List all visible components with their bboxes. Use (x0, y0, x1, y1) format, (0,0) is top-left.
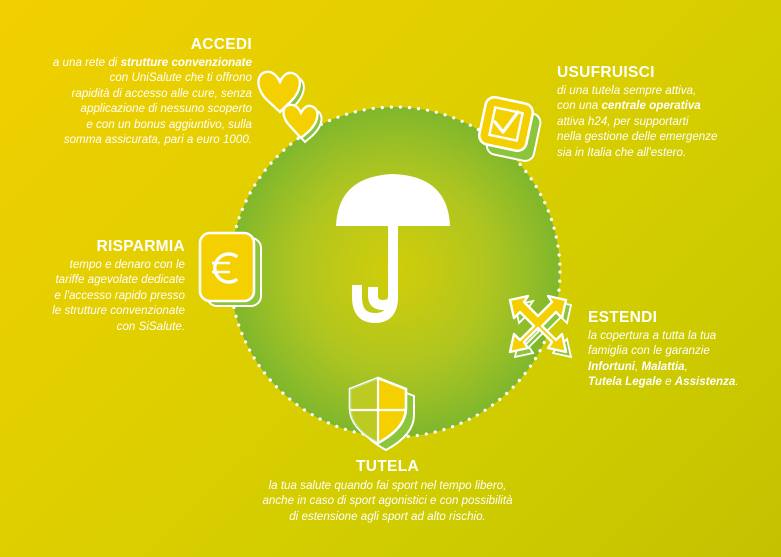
text-run: e l'accesso rapido presso (54, 288, 185, 302)
text-run: famiglia con le garanzie (588, 344, 710, 358)
text-run: rapidità di accesso alle cure, senza (71, 86, 252, 100)
text-line: con UniSalute che ti offrono (20, 70, 252, 85)
risparmia-title: RISPARMIA (96, 238, 185, 255)
text-run: di estensione agli sport ad alto rischio… (289, 509, 486, 523)
text-run: a una rete di (52, 56, 121, 69)
text-run: con SiSalute. (116, 319, 185, 333)
text-run: attiva h24, per supportarti (557, 114, 689, 128)
bold-text: Infortuni (588, 359, 636, 373)
text-run: tariffe agevolate dedicate (55, 273, 185, 287)
text-run: di una tutela sempre attiva, (557, 84, 697, 97)
text-run: la copertura a tutta la tua (588, 329, 717, 342)
text-run: somma assicurata, pari a euro 1000. (63, 133, 252, 147)
text-run: tempo e denaro con le (69, 258, 185, 271)
umbrella-icon (336, 174, 450, 324)
checkmark-box-icon (477, 95, 542, 162)
text-line: rapidità di accesso alle cure, senza (20, 86, 252, 101)
text-run: sia in Italia che all'estero. (557, 145, 687, 159)
hearts-icon (257, 70, 323, 144)
bold-text: centrale operativa (601, 99, 701, 113)
text-line: Infortuni, Malattia, (588, 359, 773, 374)
text-line: e l'accesso rapido presso (15, 288, 185, 303)
text-run: e (661, 375, 675, 389)
text-line: di una tutela sempre attiva, (557, 83, 772, 98)
text-line: applicazione di nessuno scoperto (20, 101, 252, 116)
text-line: Tutela Legale e Assistenza. (588, 374, 773, 389)
text-run: con UniSalute che ti offrono (109, 71, 252, 85)
text-run: con una (557, 99, 602, 113)
text-run: anche in caso di sport agonistici e con … (262, 494, 513, 508)
text-run: nella gestione delle emergenze (557, 130, 718, 144)
risparmia-text: tempo e denaro con le tariffe agevolate d… (15, 257, 185, 334)
text-line: anche in caso di sport agonistici e con … (215, 493, 560, 508)
text-run: le strutture convenzionate (52, 304, 185, 318)
text-line: famiglia con le garanzie (588, 343, 773, 358)
text-run: , (684, 359, 688, 373)
text-line: attiva h24, per supportarti (557, 114, 772, 129)
bold-text: Tutela Legale (588, 375, 662, 389)
estendi-text: la copertura a tutta la tua famiglia con … (588, 328, 773, 390)
text-run: la tua salute quando fai sport nel tempo… (268, 479, 507, 492)
text-line: le strutture convenzionate (15, 303, 185, 318)
text-run: e con un bonus aggiuntivo, sulla (86, 117, 252, 131)
text-line: somma assicurata, pari a euro 1000. (20, 132, 252, 147)
bold-text: Malattia (641, 359, 685, 373)
text-line: con SiSalute. (15, 319, 185, 334)
text-line: la copertura a tutta la tua (588, 328, 773, 343)
text-line: nella gestione delle emergenze (557, 129, 772, 144)
tutela-text: la tua salute quando fai sport nel tempo… (215, 478, 560, 524)
text-run: applicazione di nessuno scoperto (80, 102, 252, 116)
usufruisci-text: di una tutela sempre attiva,con una cent… (557, 83, 772, 160)
shield-icon (348, 376, 415, 452)
euro-icon (198, 231, 262, 307)
section-accedi: ACCEDI a una rete di strutture convenzio… (20, 36, 252, 147)
tutela-title: TUTELA (356, 458, 419, 475)
text-line: a una rete di strutture convenzionate (20, 55, 252, 70)
accedi-title: ACCEDI (190, 36, 252, 53)
text-line: e con un bonus aggiuntivo, sulla (20, 117, 252, 132)
text-run: . (735, 375, 739, 389)
section-tutela: TUTELA la tua salute quando fai sport ne… (215, 458, 560, 524)
text-line: tariffe agevolate dedicate (15, 272, 185, 287)
expand-arrows-icon (508, 294, 573, 359)
text-run: , (635, 359, 642, 373)
text-line: di estensione agli sport ad alto rischio… (215, 509, 560, 524)
text-line: con una centrale operativa (557, 98, 772, 113)
text-line: la tua salute quando fai sport nel tempo… (215, 478, 560, 493)
bold-text: strutture convenzionate (120, 56, 252, 69)
text-line: sia in Italia che all'estero. (557, 145, 772, 160)
estendi-title: ESTENDI (588, 309, 658, 326)
text-line: tempo e denaro con le (15, 257, 185, 272)
section-risparmia: RISPARMIA tempo e denaro con le tariffe a… (15, 238, 185, 334)
bold-text: Assistenza (674, 375, 736, 389)
section-usufruisci: USUFRUISCI di una tutela sempre attiva,c… (557, 64, 772, 160)
section-estendi: ESTENDI la copertura a tutta la tua famig… (588, 309, 773, 390)
usufruisci-title: USUFRUISCI (557, 64, 655, 81)
